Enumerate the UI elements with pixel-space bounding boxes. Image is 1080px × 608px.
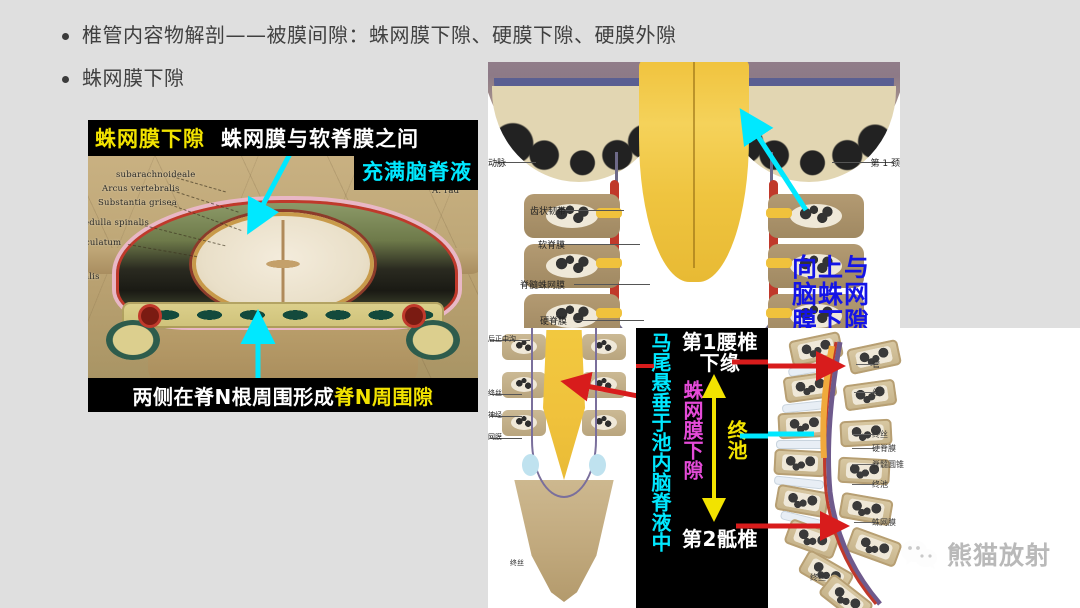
sag-disc-3 xyxy=(776,440,826,449)
left-panel-caption-yellow: 脊N周围隙 xyxy=(334,384,434,409)
rt-label-2: 脊髓蛛网膜 xyxy=(520,281,566,291)
label-leader xyxy=(854,522,876,523)
latin-label-0: subarachnoideale xyxy=(116,170,196,180)
label-leader xyxy=(490,438,522,439)
left-panel-subtitle: 充满脑脊液 xyxy=(354,154,478,190)
s2-label: 第2骶椎 xyxy=(682,527,758,551)
bl-label-2: 神经 xyxy=(488,411,502,419)
label-leader xyxy=(832,162,894,163)
bullet-item-1: 椎管内容物解剖——被膜间隙：蛛网膜下隙、硬膜下隙、硬膜外隙 xyxy=(62,22,782,49)
epidural-fat-layer xyxy=(122,302,444,328)
cauda-equina-panel: 后正中沟 终丝 神经 网膜 终丝 xyxy=(488,328,640,608)
sag-posterior-element-6 xyxy=(845,525,903,569)
br-label-5: 终池 xyxy=(872,480,888,489)
rt-label-0: 齿状韧带 xyxy=(530,207,567,217)
label-leader xyxy=(490,394,522,395)
facet-joint-right xyxy=(589,454,606,476)
latin-label-3: edulla spinalis xyxy=(88,218,150,228)
bullet-marker-icon xyxy=(62,33,69,40)
label-leader xyxy=(854,392,876,393)
cauda-equina-illustration: 后正中沟 终丝 神经 网膜 终丝 xyxy=(488,328,640,608)
left-panel-title-highlight: 蛛网膜下隙 xyxy=(95,127,205,151)
label-leader xyxy=(852,448,874,449)
br-label-0: 管 xyxy=(872,360,880,369)
sag-vertebra-3 xyxy=(777,410,831,440)
br-label-4: 脊髓圆锥 xyxy=(872,460,904,469)
bl-label-0: 后正中沟 xyxy=(488,335,516,343)
spinal-nerve-left-3 xyxy=(596,308,622,318)
vertebral-body xyxy=(148,330,418,382)
rt-label-3: 硬脊膜 xyxy=(540,317,568,327)
spinal-cord-cross-section-panel: subarachnoideale Arcus vertebralis Subst… xyxy=(88,120,478,412)
br-label-6: 蛛网膜 xyxy=(872,518,896,527)
label-leader xyxy=(574,320,644,321)
rt-label-4: 动脉 xyxy=(488,159,507,169)
br-label-7: 终丝 xyxy=(810,573,826,582)
label-leader xyxy=(560,210,624,211)
rt-label-1: 软脊膜 xyxy=(538,241,566,251)
br-label-1: 丝 xyxy=(872,388,880,397)
latin-label-1: Arcus vertebralis xyxy=(102,184,180,194)
left-panel-title-rest: 蛛网膜与软脊膜之间 xyxy=(221,127,419,151)
spinal-nerve-left-1 xyxy=(596,208,622,218)
spinal-cord-body xyxy=(192,212,374,316)
spinal-nerve-root-left xyxy=(138,304,162,328)
rt-label-5: 第 1 颈 xyxy=(870,159,900,169)
lumbosacral-sagittal-panel: 管 丝 终丝 硬脊膜 脊髓圆锥 终池 蛛网膜 终丝 xyxy=(768,328,1080,608)
sacrum xyxy=(514,480,614,602)
craniocervical-junction-panel: 齿状韧带 软脊膜 脊髓蛛网膜 硬脊膜 动脉 第 1 颈 向上与脑蛛网膜下隙相通 xyxy=(488,62,900,328)
wechat-icon xyxy=(901,540,937,569)
br-label-3: 硬脊膜 xyxy=(872,444,896,453)
spinal-nerve-right-2 xyxy=(766,258,792,268)
bullet-text-1: 椎管内容物解剖——被膜间隙：蛛网膜下隙、硬膜下隙、硬膜外隙 xyxy=(82,23,677,47)
label-leader xyxy=(856,364,878,365)
spinal-nerve-left-2 xyxy=(596,258,622,268)
latin-label-6: A. rad xyxy=(432,186,460,196)
bl-label-4: 终丝 xyxy=(510,559,524,567)
bl-label-1: 终丝 xyxy=(488,389,502,397)
facet-joint-left xyxy=(522,454,539,476)
spinal-nerve-right-3 xyxy=(766,308,792,318)
medulla-and-spinal-cord xyxy=(639,62,749,282)
cauda-equina-note: 马尾悬垂于池内脑脊液中 xyxy=(648,332,672,552)
label-leader xyxy=(852,484,874,485)
label-leader xyxy=(560,244,640,245)
label-leader xyxy=(574,284,650,285)
latin-label-2: Substantia grisea xyxy=(98,198,178,208)
latin-label-4: iculatum xyxy=(88,238,122,248)
bullet-list: 椎管内容物解剖——被膜间隙：蛛网膜下隙、硬膜下隙、硬膜外隙 蛛网膜下隙 xyxy=(62,22,782,108)
thecal-sac-outline xyxy=(531,328,597,498)
sag-posterior-element-2 xyxy=(842,378,898,412)
left-panel-caption-bar: 两侧在脊N根周围形成 脊N周围隙 xyxy=(88,378,478,412)
sag-vertebra-4 xyxy=(773,448,827,478)
l1-lower-border-label: 第1腰椎下缘 xyxy=(682,330,758,375)
bullet-text-2: 蛛网膜下隙 xyxy=(82,66,185,90)
diploe-left xyxy=(492,86,666,182)
bullet-item-2: 蛛网膜下隙 xyxy=(62,65,782,92)
sag-vertebra-2 xyxy=(782,370,838,404)
label-leader xyxy=(494,162,536,163)
latin-label-5: alis xyxy=(88,272,100,282)
left-panel-title-bar: 蛛网膜下隙 蛛网膜与软脊膜之间 xyxy=(88,120,478,156)
watermark-text: 熊猫放射 xyxy=(947,541,1052,570)
spinal-cord-cross-section-illustration: subarachnoideale Arcus vertebralis Subst… xyxy=(88,152,478,382)
label-leader xyxy=(490,340,530,341)
subarachnoid-space-label: 蛛网膜下隙 xyxy=(680,380,704,480)
br-label-2: 终丝 xyxy=(872,430,888,439)
right-top-annotation: 向上与脑蛛网膜下隙相通 xyxy=(792,253,871,328)
label-leader xyxy=(852,464,874,465)
terminal-cistern-text-panel: 马尾悬垂于池内脑脊液中 第1腰椎下缘 蛛网膜下隙 终池 第2骶椎 xyxy=(636,328,770,608)
cervical-vertebra-right-1 xyxy=(768,194,864,238)
left-panel-caption-white: 两侧在脊N根周围形成 xyxy=(132,384,335,409)
watermark: 熊猫放射 xyxy=(900,536,1051,572)
spinal-nerve-root-right xyxy=(402,304,426,328)
cervical-vertebra-right-2 xyxy=(768,244,864,288)
label-leader xyxy=(490,416,522,417)
bl-label-3: 网膜 xyxy=(488,433,502,441)
bullet-marker-icon xyxy=(62,76,69,83)
terminal-cistern-label: 终池 xyxy=(724,420,748,460)
spinal-nerve-right-1 xyxy=(766,208,792,218)
spinal-dura-outline xyxy=(615,152,773,328)
label-leader xyxy=(852,434,874,435)
